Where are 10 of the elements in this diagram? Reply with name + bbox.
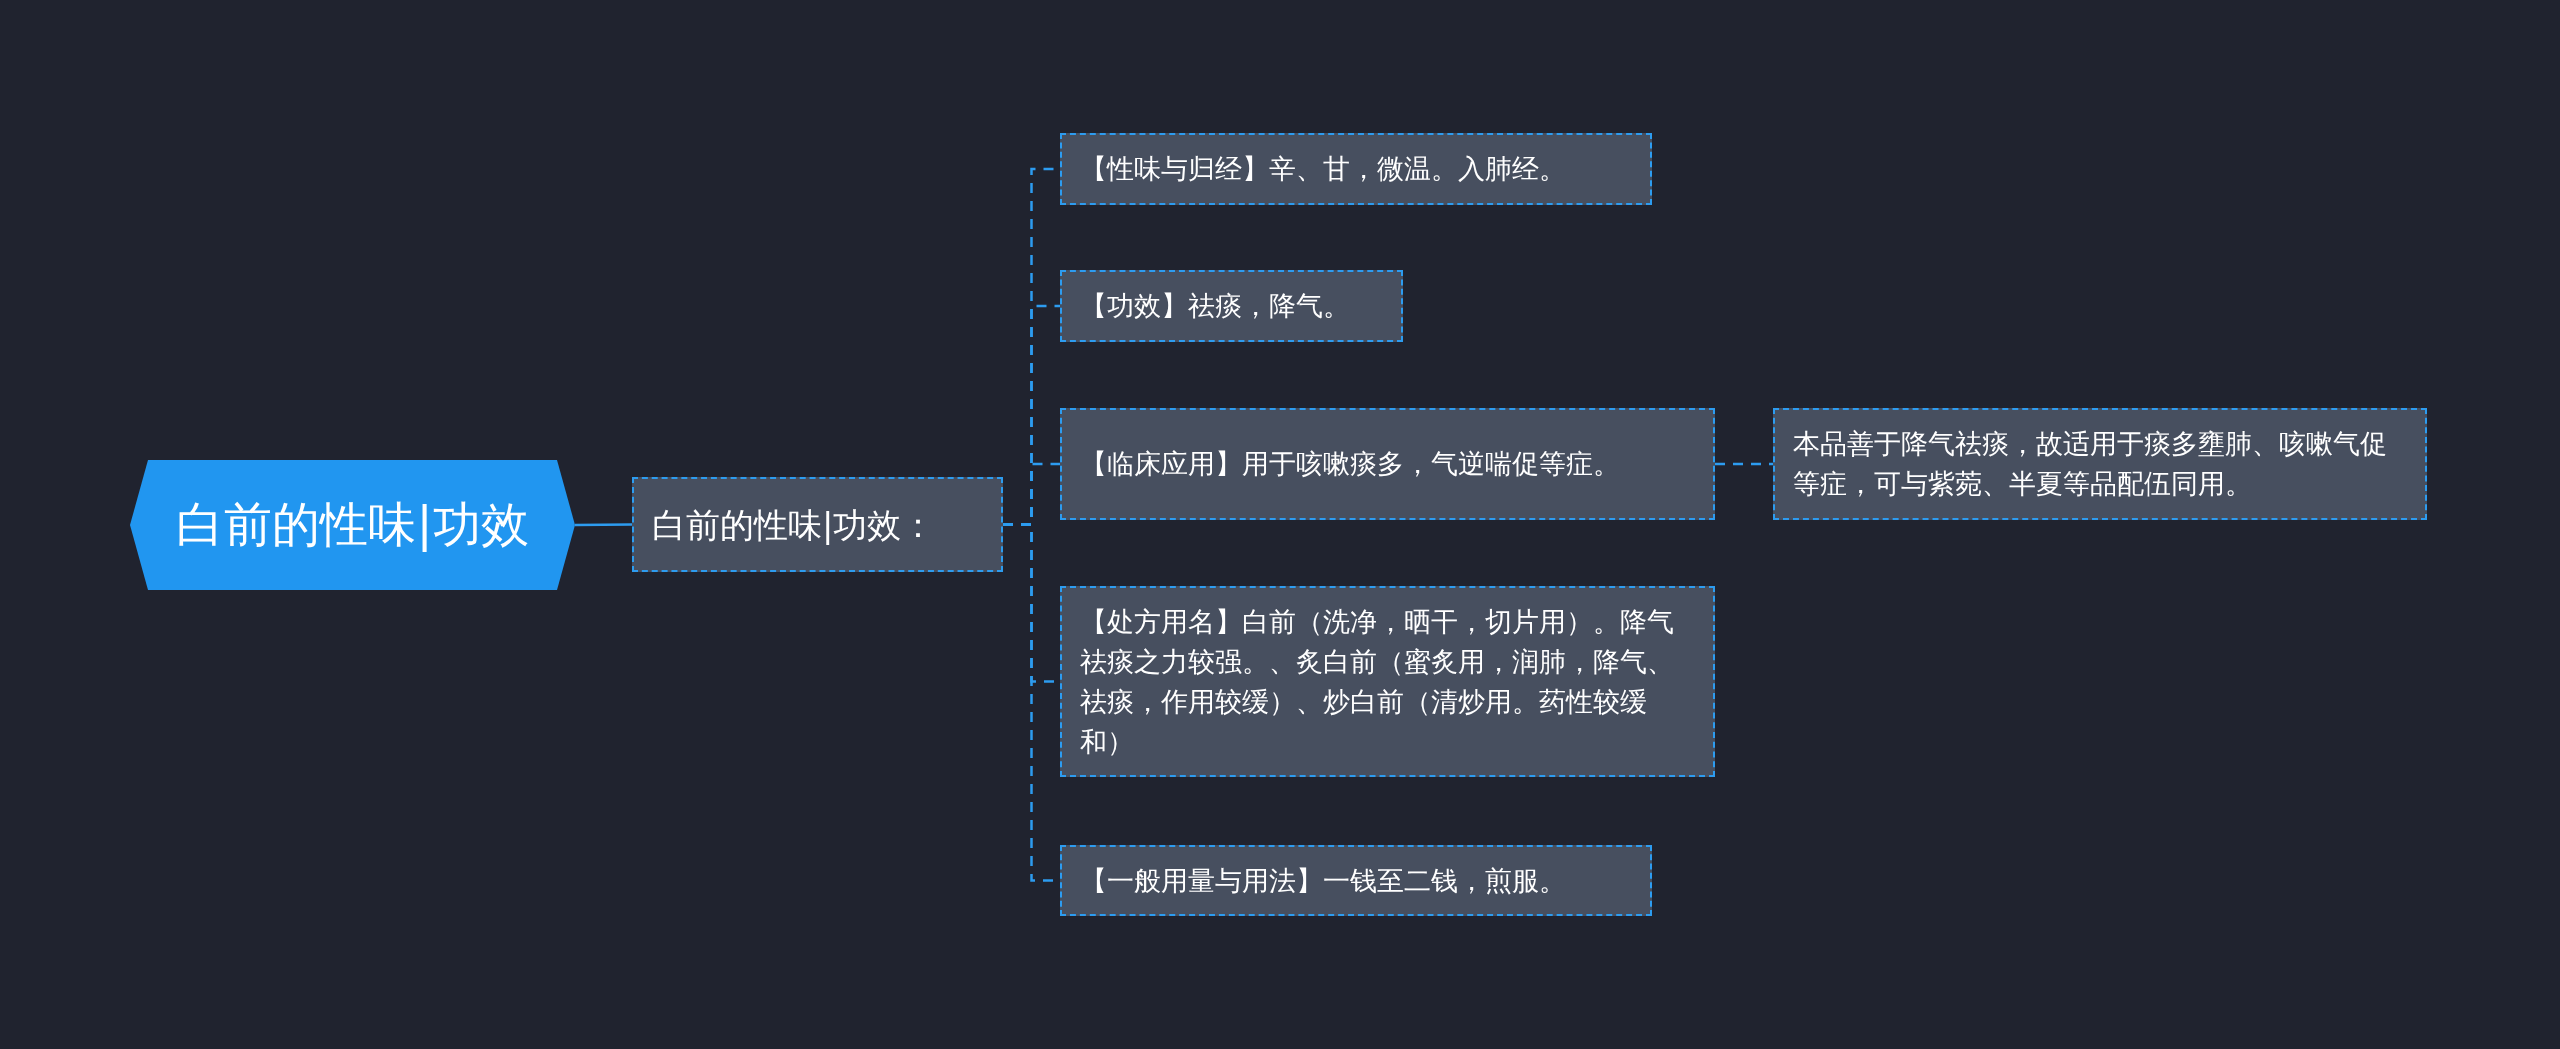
note-box: 【处方用名】白前（洗净，晒干，切片用）。降气祛痰之力较强。、炙白前（蜜炙用，润肺，降气、祛痰，作用较缓）、炒白前（清炒用。药性较缓和） xyxy=(1060,586,1715,777)
connector-line xyxy=(575,523,632,527)
note-box: 【性味与归经】辛、甘，微温。入肺经。 xyxy=(1060,133,1652,205)
note-box: 本品善于降气祛痰，故适用于痰多壅肺、咳嗽气促等症，可与紫菀、半夏等品配伍同用。 xyxy=(1773,408,2427,520)
note-box: 【功效】祛痰，降气。 xyxy=(1060,270,1403,342)
topic-box: 白前的性味|功效： xyxy=(632,477,1003,572)
root-topic: 白前的性味|功效 xyxy=(130,460,575,590)
note-box: 【一般用量与用法】一钱至二钱，煎服。 xyxy=(1060,845,1652,916)
connector-line xyxy=(1715,462,1773,466)
note-box: 【临床应用】用于咳嗽痰多，气逆喘促等症。 xyxy=(1060,408,1715,520)
